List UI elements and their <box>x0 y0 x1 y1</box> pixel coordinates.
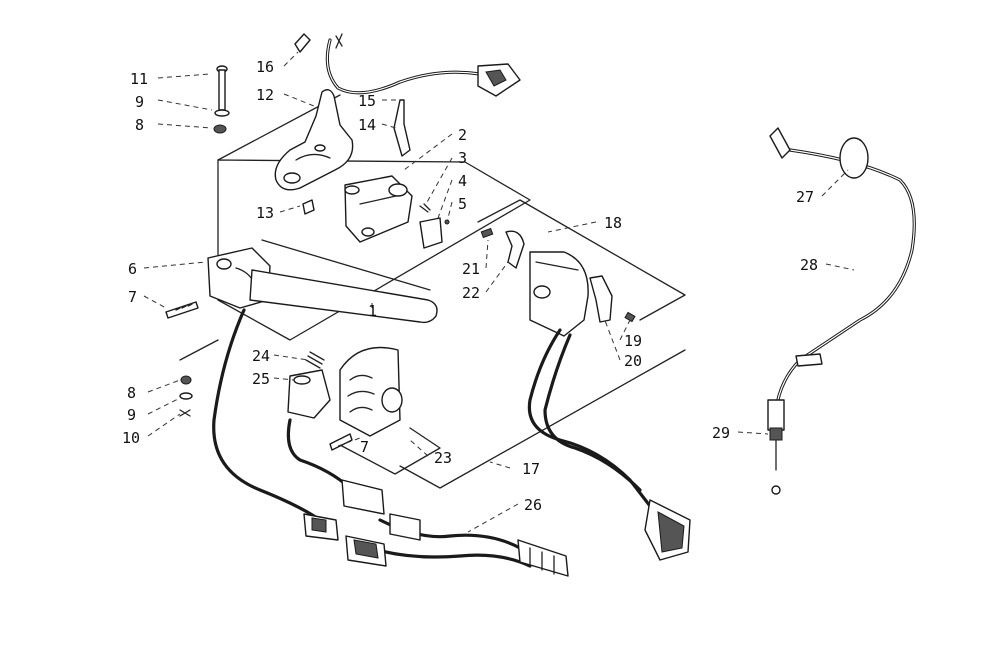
assembly-outline-18 <box>399 199 686 489</box>
callout-4: 4 <box>458 172 467 190</box>
callout-9-lower: 9 <box>127 406 136 424</box>
callout-24: 24 <box>252 347 270 365</box>
callout-2: 2 <box>458 126 467 144</box>
callout-29: 29 <box>712 424 730 442</box>
spring-24-part <box>305 351 325 369</box>
trigger-lever-20-part <box>589 275 613 323</box>
callout-7-lower: 7 <box>360 438 369 456</box>
callout-15: 15 <box>358 92 376 110</box>
screw-7-upper-part <box>165 301 199 319</box>
callout-27: 27 <box>796 188 814 206</box>
screw-7-lower-part <box>329 433 353 451</box>
switch-housing-2-part <box>344 175 413 243</box>
callout-23: 23 <box>434 449 452 467</box>
callout-16: 16 <box>256 58 274 76</box>
washer-9-part <box>214 109 230 117</box>
callout-5: 5 <box>458 195 467 213</box>
callout-28: 28 <box>800 256 818 274</box>
callout-18: 18 <box>604 214 622 232</box>
housing-18-part <box>529 251 589 337</box>
nut-8-lower-part <box>180 375 192 385</box>
callout-25: 25 <box>252 370 270 388</box>
brake-switch-29-part <box>767 399 785 495</box>
callout-6: 6 <box>128 260 137 278</box>
lever-housing-12-part <box>274 89 354 191</box>
callout-20: 20 <box>624 352 642 370</box>
callout-21: 21 <box>462 260 480 278</box>
callout-26: 26 <box>524 496 542 514</box>
screw-19-part <box>624 311 636 323</box>
callout-8-lower: 8 <box>127 384 136 402</box>
callout-labels: 11 9 8 16 12 15 14 2 3 4 5 13 6 7 1 18 2… <box>122 58 818 514</box>
screw-21-part <box>480 227 494 239</box>
callout-19: 19 <box>624 332 642 350</box>
callout-13: 13 <box>256 204 274 222</box>
callout-17: 17 <box>522 460 540 478</box>
screw-5-part <box>444 219 450 225</box>
spring-3-part <box>419 203 431 213</box>
cable-28-part <box>769 127 916 412</box>
callout-12: 12 <box>256 86 274 104</box>
clip-22-part <box>505 230 525 269</box>
block-13-part <box>302 199 315 215</box>
callout-9-upper: 9 <box>135 93 144 111</box>
assembly-outline-left <box>179 339 219 361</box>
washer-9-lower-part <box>179 392 193 400</box>
callout-14: 14 <box>358 116 376 134</box>
wire-harness-15-part <box>294 33 521 97</box>
leader-lines <box>143 51 855 533</box>
switch-lever-14-part <box>393 99 411 157</box>
callout-3: 3 <box>458 149 467 167</box>
assembly-outline-23 <box>339 427 441 475</box>
wire-lower-left-part <box>212 308 352 522</box>
callout-10: 10 <box>122 429 140 447</box>
callout-11: 11 <box>130 70 148 88</box>
bolt-11-part <box>216 65 228 111</box>
nut-10-part <box>179 409 191 417</box>
wire-17-part <box>527 328 691 561</box>
callout-22: 22 <box>462 284 480 302</box>
callout-8-upper: 8 <box>135 116 144 134</box>
handlebar-1-part <box>249 239 438 324</box>
callout-7-upper: 7 <box>128 288 137 306</box>
grip-heater-23-part <box>339 346 403 437</box>
nut-8-part <box>213 124 227 134</box>
callout-1: 1 <box>368 302 377 320</box>
bracket-4-part <box>419 217 443 249</box>
harness-26-part <box>303 479 569 577</box>
switch-body-25-part <box>287 369 331 419</box>
